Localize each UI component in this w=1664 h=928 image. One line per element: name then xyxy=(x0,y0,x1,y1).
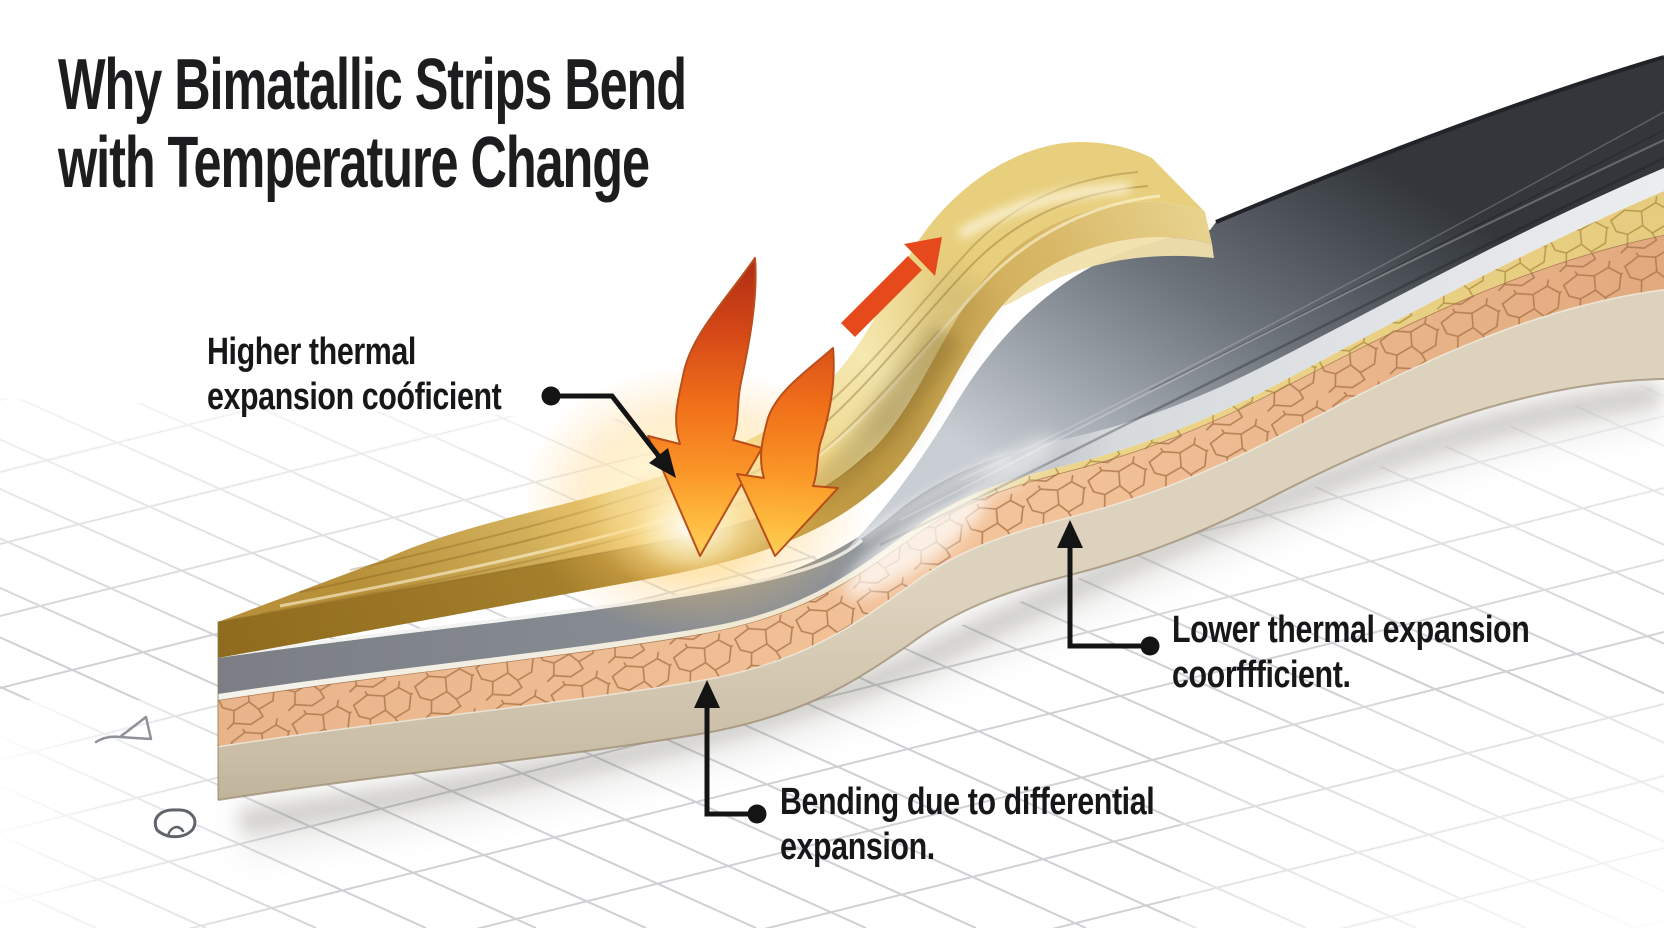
sketch-blob-inner xyxy=(166,825,185,838)
title-line-1: Why Bimatallic Strips Bend xyxy=(58,45,687,125)
flame-down-arrow-icons xyxy=(647,257,839,557)
copper-layer-crackle xyxy=(218,235,1664,746)
up-right-arrow-icon xyxy=(841,237,942,337)
flame-icon-right xyxy=(736,347,839,557)
sketch-arrow-icon xyxy=(94,715,153,744)
label-bending-line-2: expansion. xyxy=(780,826,935,868)
base-layer-bottom-edge xyxy=(217,378,1664,801)
callout-leader-lines xyxy=(541,386,1160,824)
sketch-doodle-icons xyxy=(94,715,197,839)
label-lower-line-2: coorffficient. xyxy=(1172,654,1351,696)
label-higher-line-2: expansion coóficient xyxy=(207,376,502,418)
steel-front-face xyxy=(218,168,1664,694)
label-higher-coefficient: Higher thermal expansion coóficient xyxy=(207,330,502,420)
brass-strip-underside xyxy=(1002,237,1214,306)
title-line-2: with Temperature Change xyxy=(58,123,650,203)
sketch-blob-icon xyxy=(153,808,197,839)
label-lower-line-1: Lower thermal expansion xyxy=(1172,609,1530,651)
flame-icon-left xyxy=(647,257,763,557)
label-bending-line-1: Bending due to differential xyxy=(780,781,1155,823)
steel-layer-top-surface xyxy=(848,57,1664,548)
leader-higher-coefficient xyxy=(541,386,676,478)
bimetallic-strip xyxy=(217,55,1664,801)
label-bending: Bending due to differential expansion. xyxy=(780,780,1155,870)
grid-fade-right xyxy=(1180,700,1664,928)
label-higher-line-1: Higher thermal xyxy=(207,331,416,373)
page-title: Why Bimatallic Strips Bend with Temperat… xyxy=(58,45,687,203)
brass-strip-top-face xyxy=(218,142,1205,622)
base-layer xyxy=(218,289,1664,800)
gold-underlayer-crackle xyxy=(907,191,1664,541)
leader-lower-coefficient xyxy=(1057,520,1160,656)
label-lower-coefficient: Lower thermal expansion coorffficient. xyxy=(1172,608,1530,698)
strip-shadow xyxy=(235,368,1664,860)
steel-specular-highlights xyxy=(844,436,1056,597)
leader-bending xyxy=(694,680,767,824)
